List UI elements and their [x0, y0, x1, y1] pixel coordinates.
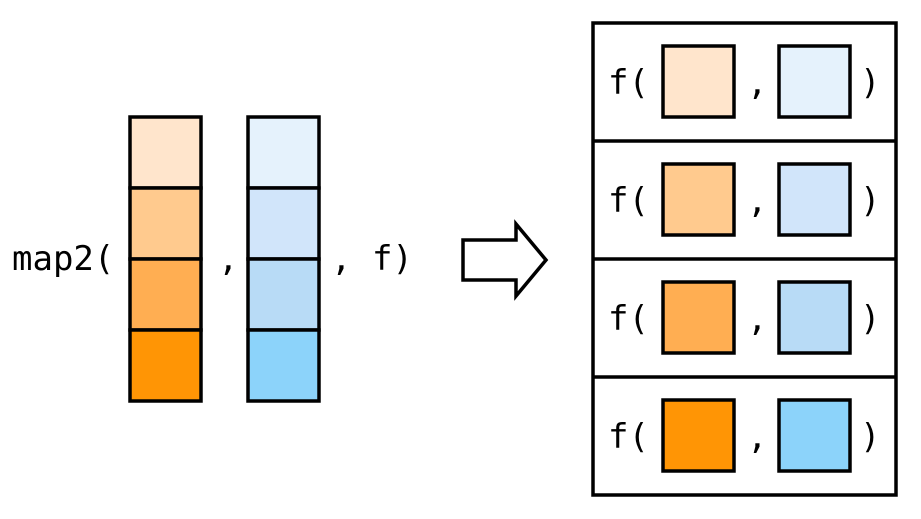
map2-open-text: map2(	[12, 239, 114, 279]
input-vector-x	[128, 115, 203, 403]
hollow-right-arrow-icon	[461, 219, 549, 301]
x-element-2	[128, 186, 203, 261]
result-x-cell-1	[661, 44, 736, 119]
result-close-text: )	[860, 299, 880, 339]
y-element-4	[246, 328, 321, 403]
result-x-cell-2	[661, 162, 736, 237]
result-x-cell-3	[661, 280, 736, 355]
result-f-open-text: f(	[608, 63, 649, 103]
y-element-1	[246, 115, 321, 190]
result-row-4: f( , )	[608, 398, 880, 473]
result-comma-text: ,	[747, 417, 767, 457]
result-y-cell-3	[777, 280, 852, 355]
x-element-4	[128, 328, 203, 403]
map2-comma-text: ,	[218, 239, 238, 279]
result-y-cell-2	[777, 162, 852, 237]
result-comma-text: ,	[747, 181, 767, 221]
result-f-open-text: f(	[608, 181, 649, 221]
result-close-text: )	[860, 63, 880, 103]
result-close-text: )	[860, 417, 880, 457]
y-element-3	[246, 257, 321, 332]
x-element-1	[128, 115, 203, 190]
result-row-1: f( , )	[608, 44, 880, 119]
result-row-3: f( , )	[608, 280, 880, 355]
x-element-3	[128, 257, 203, 332]
result-close-text: )	[860, 181, 880, 221]
result-y-cell-1	[777, 44, 852, 119]
result-x-cell-4	[661, 398, 736, 473]
result-f-open-text: f(	[608, 417, 649, 457]
result-f-open-text: f(	[608, 299, 649, 339]
result-row-2: f( , )	[608, 162, 880, 237]
result-comma-text: ,	[747, 299, 767, 339]
map2-tail-text: , f)	[331, 239, 413, 279]
result-y-cell-4	[777, 398, 852, 473]
y-element-2	[246, 186, 321, 261]
result-comma-text: ,	[747, 63, 767, 103]
input-vector-y	[246, 115, 321, 403]
